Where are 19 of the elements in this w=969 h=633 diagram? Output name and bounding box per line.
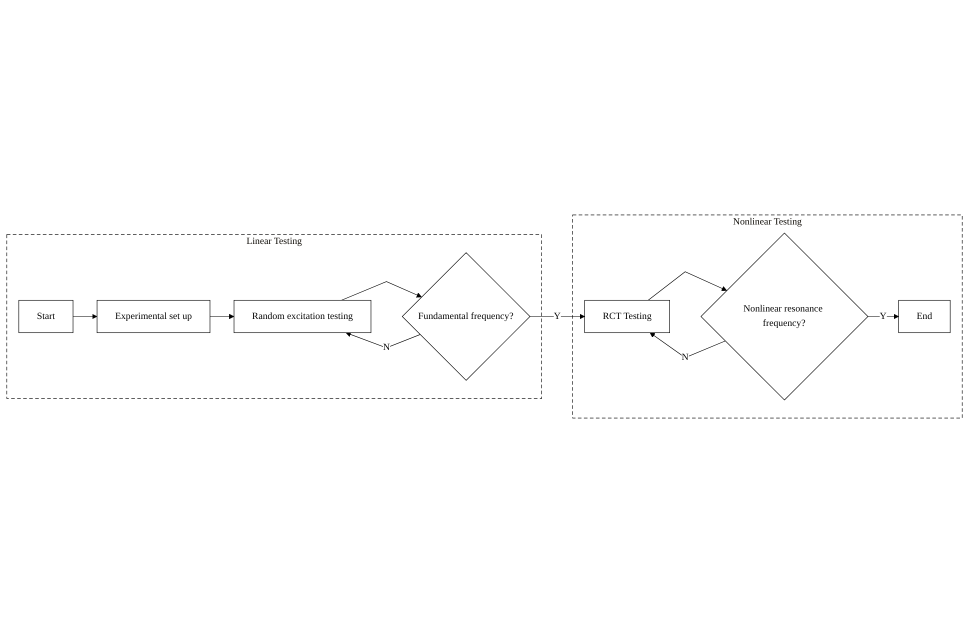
arrow xyxy=(650,332,726,358)
arrow xyxy=(72,314,98,320)
edge-label: N xyxy=(682,352,689,362)
node-box: Random excitation testing xyxy=(234,300,372,334)
arrow xyxy=(210,314,234,320)
edge-label: N xyxy=(382,342,390,353)
node-diamond: Fundamental frequency? xyxy=(402,252,530,381)
arrow xyxy=(346,332,420,348)
arrow xyxy=(341,281,422,301)
arrow xyxy=(648,271,727,301)
node-box: RCT Testing xyxy=(584,300,670,334)
arrow xyxy=(529,314,585,320)
node-box: Experimental set up xyxy=(96,300,210,334)
edge-label: Y xyxy=(880,311,887,322)
node-box: Start xyxy=(18,300,74,334)
node-diamond: Nonlinear resonance frequency? xyxy=(700,232,868,400)
node-box: End xyxy=(898,300,950,334)
arrow xyxy=(867,314,899,320)
edge-label: Y xyxy=(554,311,561,322)
